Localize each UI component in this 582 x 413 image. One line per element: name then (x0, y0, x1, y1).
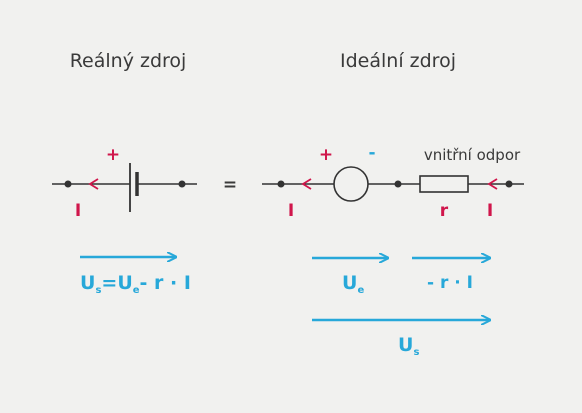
us-main: U (398, 334, 413, 356)
formula-rest: - r · I (140, 272, 191, 294)
ue-sub: e (357, 285, 364, 296)
ideal-source-circle (333, 166, 369, 202)
right-minus-sign: - (368, 143, 375, 163)
equals-sign: = (223, 175, 237, 195)
formula-ue-main: U (117, 272, 132, 294)
right-node-3 (505, 180, 513, 188)
formula-ue-sub: e (133, 285, 140, 296)
resistor-symbol: r (440, 201, 449, 221)
formula-equals: = (101, 272, 117, 294)
drop-label: - r · I (427, 273, 473, 293)
us-sub: s (413, 347, 419, 358)
left-plus-sign: + (106, 145, 120, 165)
ue-main: U (342, 272, 357, 294)
formula-us-sub: s (95, 285, 101, 296)
resistor-label: vnitřní odpor (424, 146, 521, 164)
right-current-label-1: I (288, 201, 294, 221)
us-label: Us (398, 334, 419, 358)
left-current-label: I (75, 201, 81, 221)
formula-us-main: U (80, 272, 95, 294)
right-current-arrow-1 (301, 178, 312, 190)
resistor-box (419, 175, 469, 193)
right-node-1 (277, 180, 285, 188)
real-source-circuit (52, 163, 197, 212)
ue-label: Ue (342, 272, 364, 296)
left-title: Reálný zdroj (70, 50, 187, 72)
left-node-2 (178, 180, 186, 188)
left-formula: Us=Ue- r · I (80, 272, 191, 296)
ideal-source-circuit (262, 166, 524, 202)
left-node-1 (64, 180, 72, 188)
right-title: Ideální zdroj (340, 50, 456, 72)
right-plus-sign: + (319, 145, 333, 165)
right-current-arrow-2 (487, 178, 498, 190)
right-current-label-2: I (487, 201, 493, 221)
left-current-arrow (88, 178, 99, 190)
right-node-2 (394, 180, 402, 188)
